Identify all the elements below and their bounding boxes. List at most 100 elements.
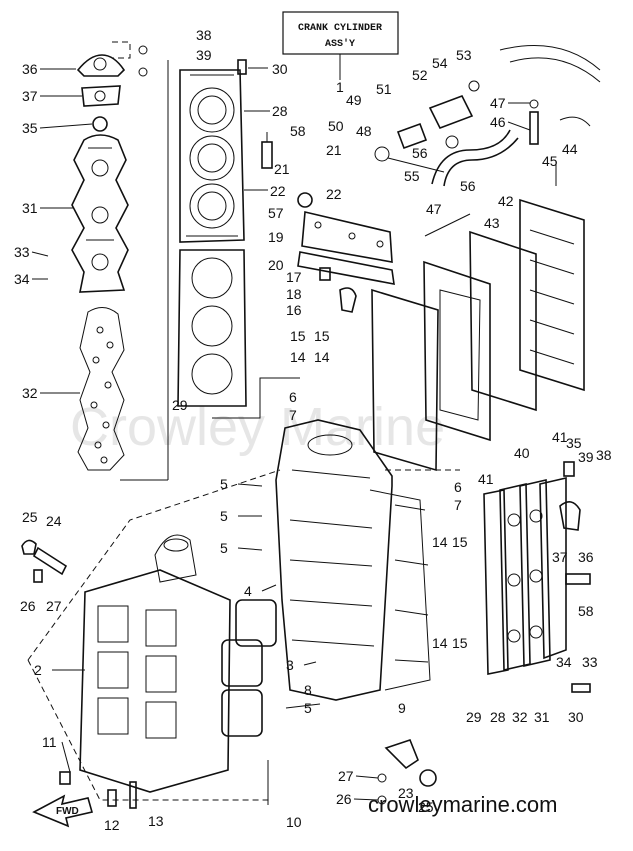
callout: 47 — [490, 95, 506, 111]
callout: 56 — [412, 145, 428, 161]
callout: 16 — [286, 302, 302, 318]
callout: 52 — [412, 67, 428, 83]
callout: 5 — [304, 700, 312, 716]
callout: 41 — [552, 429, 568, 445]
callout: 53 — [456, 47, 472, 63]
callout: 26 — [336, 791, 352, 807]
callout: 21 — [326, 142, 342, 158]
crankcase — [79, 534, 231, 793]
callout: 31 — [534, 709, 550, 725]
callout: 50 — [328, 118, 344, 134]
callout: 39 — [196, 47, 212, 63]
callout: 55 — [404, 168, 420, 184]
callout: 2 — [34, 662, 42, 678]
callout: 57 — [268, 205, 284, 221]
assembly-title-box: CRANK CYLINDER ASS'Y — [282, 11, 399, 55]
callout: 24 — [46, 513, 62, 529]
fwd-label: FWD — [56, 806, 79, 817]
head-cover-assembly — [71, 54, 129, 471]
callout: 58 — [290, 123, 306, 139]
callout: 4 — [244, 583, 252, 599]
callout: 7 — [289, 407, 297, 423]
callout: 15 — [452, 635, 468, 651]
callout: 5 — [220, 540, 228, 556]
callout: 14 — [314, 349, 330, 365]
callout-title-ref: 1 — [336, 79, 344, 95]
callout: 36 — [578, 549, 594, 565]
callout: 56 — [460, 178, 476, 194]
callout: 51 — [376, 81, 392, 97]
callout: 15 — [290, 328, 306, 344]
callout: 5 — [220, 508, 228, 524]
title-line-2: ASS'Y — [325, 38, 355, 50]
callout: 13 — [148, 813, 164, 829]
title-line-1: CRANK CYLINDER — [298, 23, 382, 34]
callout: 45 — [542, 153, 558, 169]
callout: 44 — [562, 141, 578, 157]
callout: 47 — [426, 201, 442, 217]
callout: 3 — [286, 657, 294, 673]
callout: 40 — [514, 445, 530, 461]
callout: 28 — [490, 709, 506, 725]
callout: 29 — [172, 397, 188, 413]
callout: 25 — [22, 509, 38, 525]
callout: 17 — [286, 269, 302, 285]
fwd-arrow: FWD — [32, 794, 94, 828]
callout: 14 — [432, 534, 448, 550]
crankshaft-journals — [221, 599, 277, 737]
callout: 19 — [268, 229, 284, 245]
callout: 37 — [22, 88, 38, 104]
callout: 6 — [454, 479, 462, 495]
callout: 20 — [268, 257, 284, 273]
callout: 33 — [14, 244, 30, 260]
cylinder-block — [275, 419, 431, 701]
callout: 49 — [346, 92, 362, 108]
callout: 30 — [568, 709, 584, 725]
callout: 48 — [356, 123, 372, 139]
callout: 6 — [289, 389, 297, 405]
callout: 14 — [432, 635, 448, 651]
water-jacket-cover — [297, 211, 395, 285]
cooling-hose — [374, 45, 601, 187]
callout: 8 — [304, 682, 312, 698]
callout: 7 — [454, 497, 462, 513]
callout: 38 — [196, 27, 212, 43]
callout: 23 — [398, 785, 414, 801]
callout: 25 — [418, 799, 434, 815]
callout: 14 — [290, 349, 306, 365]
exhaust-plates — [371, 198, 585, 472]
callout: 28 — [272, 103, 288, 119]
callout: 32 — [512, 709, 528, 725]
callout: 11 — [42, 734, 57, 750]
callout: 35 — [22, 120, 38, 136]
callout: 43 — [484, 215, 500, 231]
cylinder-head — [179, 69, 245, 243]
watermark: Crowley Marine — [70, 397, 445, 457]
callout: 32 — [22, 385, 38, 401]
callout: 42 — [498, 193, 514, 209]
callout: 46 — [490, 114, 506, 130]
callout: 12 — [104, 817, 120, 833]
callout: 22 — [326, 186, 342, 202]
callout: 58 — [578, 603, 594, 619]
exhaust-cover-stack — [483, 476, 567, 675]
callout: 34 — [556, 654, 572, 670]
callout: 34 — [14, 271, 30, 287]
callout: 10 — [286, 814, 302, 830]
callout: 26 — [20, 598, 36, 614]
callout: 30 — [272, 61, 288, 77]
callout: 39 — [578, 449, 594, 465]
callout: 35 — [566, 435, 582, 451]
leader-lines — [31, 68, 557, 801]
callout: 18 — [286, 286, 302, 302]
site-footer: crowleymarine.com — [368, 792, 558, 817]
callout: 22 — [270, 183, 286, 199]
callout: 15 — [452, 534, 468, 550]
callout: 5 — [220, 476, 228, 492]
callout: 38 — [596, 447, 612, 463]
callout: 29 — [466, 709, 482, 725]
cylinder-head-gasket — [177, 249, 247, 407]
callout: 9 — [398, 700, 406, 716]
callout-labels: 38 39 36 37 35 30 28 58 21 22 57 31 33 3… — [14, 27, 612, 833]
callout: 36 — [22, 61, 38, 77]
